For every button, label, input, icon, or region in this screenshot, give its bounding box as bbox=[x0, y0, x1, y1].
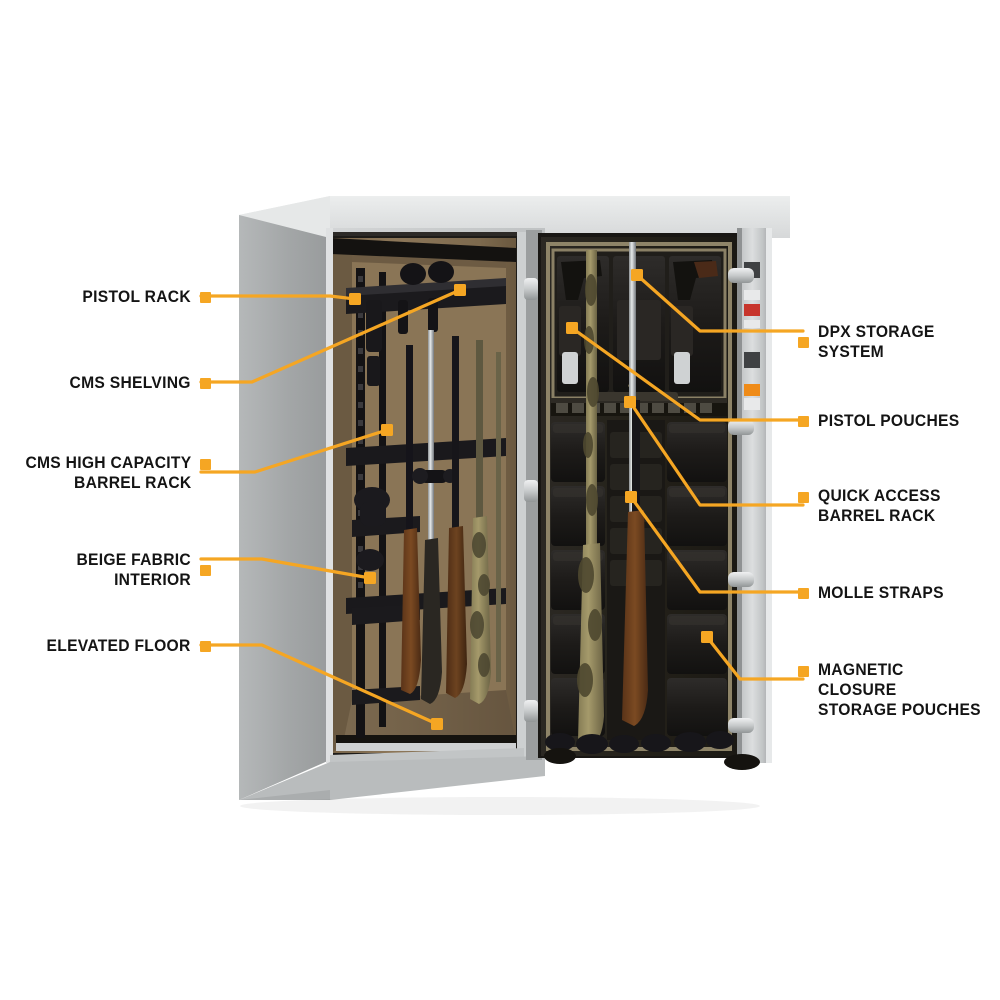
callout-label: ELEVATED FLOOR bbox=[46, 636, 191, 655]
callout-cms-shelving[interactable]: CMS SHELVING bbox=[59, 373, 211, 393]
callout-pistol-rack[interactable]: PISTOL RACK bbox=[73, 287, 211, 307]
callout-dpx-storage[interactable]: DPX STORAGE SYSTEM bbox=[798, 322, 1000, 362]
callout-label: QUICK ACCESS BARREL RACK bbox=[818, 486, 941, 526]
callout-marker-icon bbox=[798, 492, 809, 503]
callout-marker-icon bbox=[798, 415, 809, 427]
callout-cms-barrel-rack[interactable]: CMS HIGH CAPACITY BARREL RACK bbox=[11, 453, 211, 493]
callout-marker-icon bbox=[200, 564, 211, 576]
callout-marker-icon bbox=[798, 336, 809, 348]
door-hinges bbox=[524, 278, 538, 722]
callout-label: CMS SHELVING bbox=[69, 373, 191, 392]
callout-elevated-floor[interactable]: ELEVATED FLOOR bbox=[34, 636, 211, 656]
callout-marker-icon bbox=[200, 291, 211, 303]
callout-label: DPX STORAGE SYSTEM bbox=[818, 322, 935, 362]
callout-marker-icon bbox=[798, 666, 809, 677]
callout-label: CMS HIGH CAPACITY BARREL RACK bbox=[24, 453, 191, 493]
callout-marker-icon bbox=[200, 640, 211, 652]
callout-label: BEIGE FABRIC INTERIOR bbox=[76, 550, 191, 590]
callout-marker-icon bbox=[798, 587, 809, 599]
callout-label: PISTOL RACK bbox=[82, 287, 191, 306]
callout-molle-straps[interactable]: MOLLE STRAPS bbox=[798, 583, 955, 603]
callout-marker-icon bbox=[200, 459, 211, 470]
callout-label: MAGNETIC CLOSURE STORAGE POUCHES bbox=[818, 660, 981, 720]
callout-pistol-pouches[interactable]: PISTOL POUCHES bbox=[798, 411, 972, 431]
callout-quick-barrel-rack[interactable]: QUICK ACCESS BARREL RACK bbox=[798, 486, 951, 526]
callout-label: MOLLE STRAPS bbox=[818, 583, 944, 602]
callout-marker-icon bbox=[200, 377, 211, 389]
callout-beige-interior[interactable]: BEIGE FABRIC INTERIOR bbox=[0, 550, 211, 590]
callout-label: PISTOL POUCHES bbox=[818, 411, 960, 430]
callout-magnetic-pouches[interactable]: MAGNETIC CLOSURE STORAGE POUCHES bbox=[798, 660, 1000, 720]
